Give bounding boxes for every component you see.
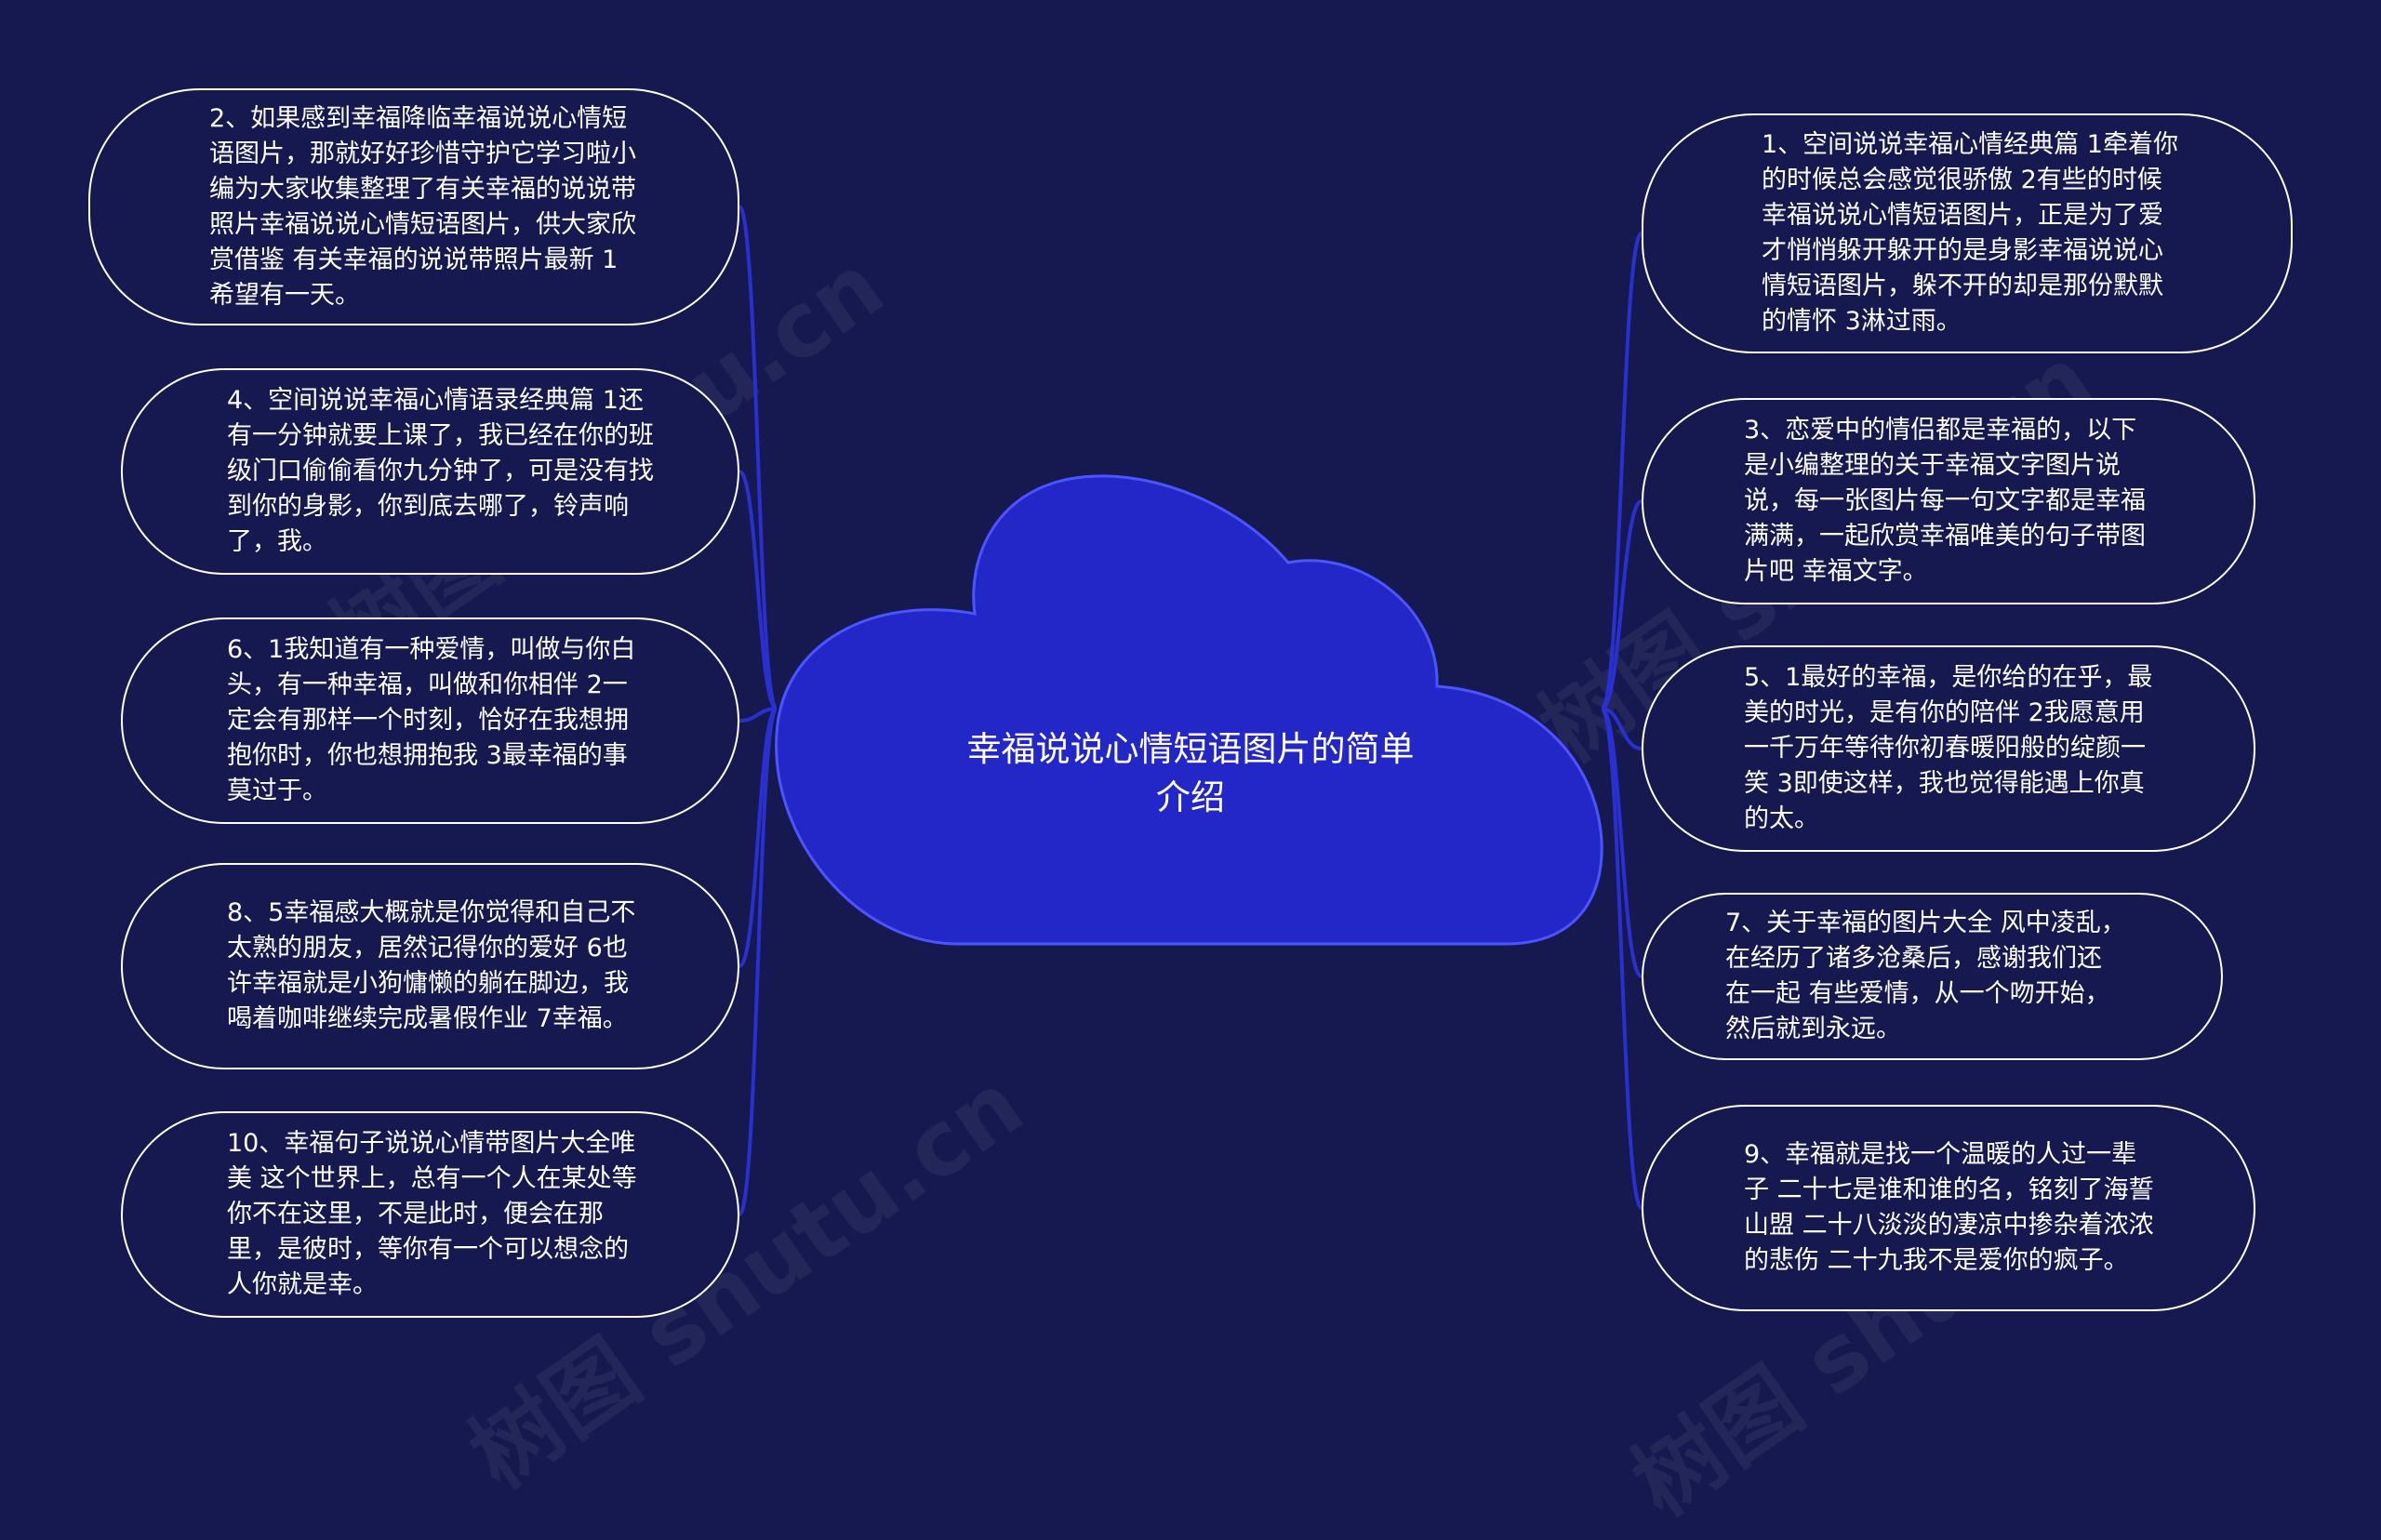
branch-node-6[interactable]: 6、1我知道有一种爱情，叫做与你白头，有一种幸福，叫做和你相伴 2一定会有那样一… [121,617,739,824]
connector-line [1600,499,1643,710]
connector-lines [738,205,1643,1216]
connector-line [1601,707,1643,750]
branch-node-4[interactable]: 4、空间说说幸福心情语录经典篇 1还有一分钟就要上课了，我已经在你的班级门口偷偷… [121,368,739,575]
branch-node-2[interactable]: 2、如果感到幸福降临幸福说说心情短语图片，那就好好珍惜守护它学习啦小编为大家收集… [88,88,739,325]
central-topic-title[interactable]: 幸福说说心情短语图片的简单介绍 [966,729,1415,817]
branch-node-8[interactable]: 8、5幸福感大概就是你觉得和自己不太熟的朋友，居然记得你的爱好 6也许幸福就是小… [121,863,739,1069]
branch-node-text: 9、幸福就是找一个温暖的人过一辈子 二十七是谁和谁的名，铭刻了海誓山盟 二十八淡… [1744,1140,2154,1275]
connector-line [738,470,778,710]
connector-line [738,707,778,723]
branch-node-text: 5、1最好的幸福，是你给的在乎，最美的时光，是有你的陪伴 2我愿意用一千万年等待… [1744,663,2153,833]
branch-node-text: 2、如果感到幸福降临幸福说说心情短语图片，那就好好珍惜守护它学习啦小编为大家收集… [209,103,636,310]
central-cloud[interactable] [775,474,1603,946]
connector-line [1600,707,1643,1210]
branch-node-text: 10、幸福句子说说心情带图片大全唯美 这个世界上，总有一个人在某处等你不在这里，… [227,1129,637,1299]
branch-node-text: 4、空间说说幸福心情语录经典篇 1还有一分钟就要上课了，我已经在你的班级门口偷偷… [227,386,654,556]
branch-node-7[interactable]: 7、关于幸福的图片大全 风中凌乱，在经历了诸多沧桑后，感谢我们还在一起 有些爱情… [1642,893,2223,1060]
connector-line [738,707,778,1216]
connector-line [1600,232,1643,710]
branch-node-text: 6、1我知道有一种爱情，叫做与你白头，有一种幸福，叫做和你相伴 2一定会有那样一… [227,635,636,805]
branch-node-3[interactable]: 3、恋爱中的情侣都是幸福的，以下是小编整理的关于幸福文字图片说说，每一张图片每一… [1642,398,2255,604]
branch-node-text: 7、关于幸福的图片大全 风中凌乱，在经历了诸多沧桑后，感谢我们还在一起 有些爱情… [1725,909,2126,1043]
branch-node-text: 8、5幸福感大概就是你觉得和自己不太熟的朋友，居然记得你的爱好 6也许幸福就是小… [227,898,636,1033]
branch-node-10[interactable]: 10、幸福句子说说心情带图片大全唯美 这个世界上，总有一个人在某处等你不在这里，… [121,1111,739,1318]
mindmap-canvas: 树图 shutu.cn 树图 shutu.cn 树图 shutu.cn 树图 s… [88,88,2293,1536]
branch-node-5[interactable]: 5、1最好的幸福，是你给的在乎，最美的时光，是有你的陪伴 2我愿意用一千万年等待… [1642,645,2255,852]
branch-node-9[interactable]: 9、幸福就是找一个温暖的人过一辈子 二十七是谁和谁的名，铭刻了海誓山盟 二十八淡… [1642,1105,2255,1311]
connector-line [738,205,778,710]
branch-node-1[interactable]: 1、空间说说幸福心情经典篇 1牵着你的时候总会感觉很骄傲 2有些的时候幸福说说心… [1642,113,2293,353]
branch-node-text: 1、空间说说幸福心情经典篇 1牵着你的时候总会感觉很骄傲 2有些的时候幸福说说心… [1762,130,2178,336]
branch-node-text: 3、恋爱中的情侣都是幸福的，以下是小编整理的关于幸福文字图片说说，每一张图片每一… [1744,416,2146,586]
